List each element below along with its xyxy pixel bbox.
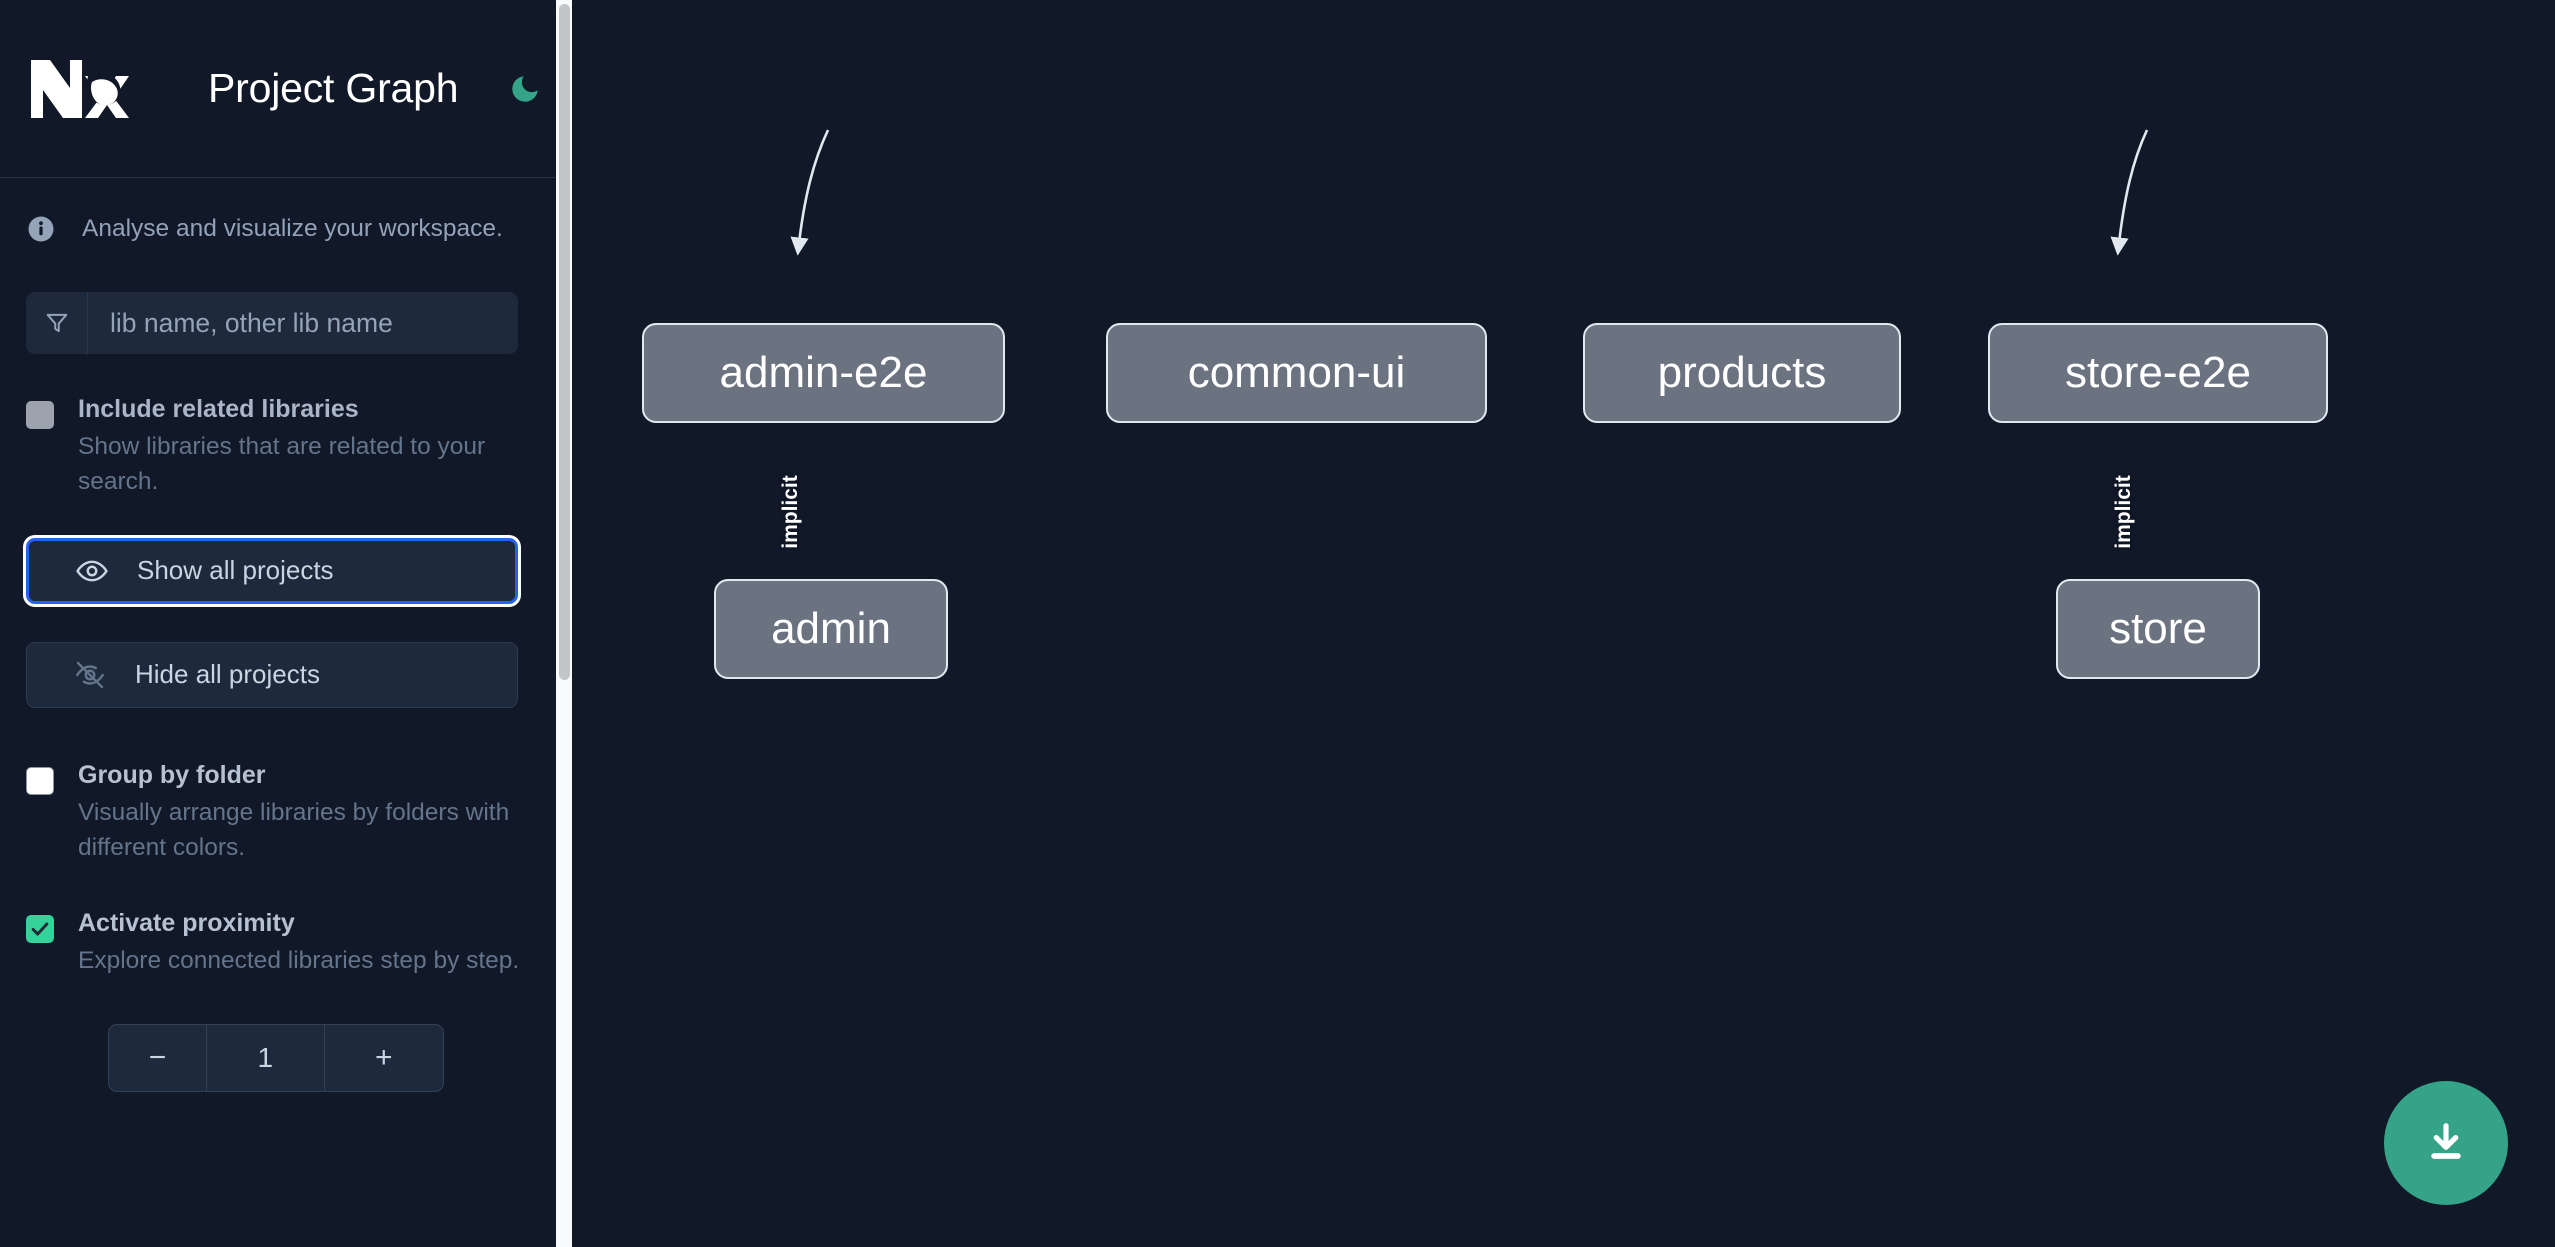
eye-icon bbox=[75, 554, 109, 588]
page-title: Project Graph bbox=[208, 65, 459, 111]
node-label: store-e2e bbox=[2065, 348, 2251, 397]
option-label-activate-proximity: Activate proximity bbox=[78, 908, 295, 937]
proximity-decrement-button[interactable]: − bbox=[109, 1024, 207, 1091]
proximity-stepper[interactable]: − 1 + bbox=[108, 1023, 444, 1092]
proximity-value: 1 bbox=[257, 1041, 274, 1073]
sidebar-header: Project Graph bbox=[0, 0, 556, 178]
download-icon bbox=[2431, 1123, 2461, 1159]
search-input[interactable] bbox=[88, 292, 518, 354]
filter-search-box[interactable] bbox=[26, 292, 518, 354]
show-all-projects-button[interactable]: Show all projects bbox=[26, 537, 518, 604]
edge-label-admin-e2e-admin: implicit bbox=[778, 475, 802, 549]
option-label-group-by-folder: Group by folder bbox=[78, 760, 266, 789]
sidebar-scrollbar-thumb[interactable] bbox=[559, 4, 570, 680]
checkbox-include-related-libraries[interactable] bbox=[26, 401, 54, 429]
graph-canvas[interactable]: admin-e2e common-ui products store-e2e a… bbox=[556, 0, 2555, 1247]
graph-edges bbox=[790, 129, 2149, 256]
node-label: common-ui bbox=[1187, 348, 1406, 397]
option-label-include-related-libraries: Include related libraries bbox=[78, 395, 359, 423]
info-icon bbox=[26, 214, 56, 244]
graph-node-admin-e2e[interactable]: admin-e2e bbox=[642, 323, 1005, 423]
sidebar-divider bbox=[572, 0, 574, 1247]
show-all-projects-label: Show all projects bbox=[137, 555, 334, 586]
option-group-by-folder[interactable]: Group by folder Visually arrange librari… bbox=[0, 760, 556, 866]
node-label: admin-e2e bbox=[719, 348, 928, 397]
graph-node-common-ui[interactable]: common-ui bbox=[1106, 323, 1487, 423]
node-label: products bbox=[1657, 348, 1827, 397]
node-label: admin bbox=[771, 604, 891, 653]
option-activate-proximity[interactable]: Activate proximity Explore connected lib… bbox=[0, 908, 556, 979]
graph-node-store-e2e[interactable]: store-e2e bbox=[1988, 323, 2328, 423]
sidebar: Project Graph Analyse and visualize your… bbox=[0, 0, 574, 1247]
checkbox-group-by-folder[interactable] bbox=[26, 766, 54, 795]
hide-all-projects-label: Hide all projects bbox=[135, 659, 320, 690]
workspace-hint-text: Analyse and visualize your workspace. bbox=[82, 215, 503, 242]
option-include-related-libraries[interactable]: Include related libraries Show libraries… bbox=[0, 394, 556, 500]
graph-node-store[interactable]: store bbox=[2056, 579, 2260, 679]
checkbox-activate-proximity[interactable] bbox=[26, 914, 54, 943]
option-description-activate-proximity: Explore connected libraries step by step… bbox=[78, 946, 520, 974]
download-image-button[interactable] bbox=[2384, 1081, 2508, 1205]
eye-off-icon bbox=[73, 658, 107, 692]
option-description-group-by-folder: Visually arrange libraries by folders wi… bbox=[78, 799, 510, 861]
nx-logo-icon bbox=[26, 56, 130, 122]
sidebar-body: Analyse and visualize your workspace. In… bbox=[0, 178, 556, 1247]
graph-node-products[interactable]: products bbox=[1583, 323, 1901, 423]
proximity-increment-button[interactable]: + bbox=[323, 1024, 443, 1091]
spacer bbox=[0, 500, 556, 538]
graph-node-admin[interactable]: admin bbox=[714, 579, 948, 679]
option-description-include-related-libraries: Show libraries that are related to your … bbox=[78, 433, 486, 496]
moon-icon[interactable] bbox=[504, 68, 546, 110]
workspace-hint: Analyse and visualize your workspace. bbox=[0, 178, 556, 244]
hide-all-projects-button[interactable]: Hide all projects bbox=[26, 641, 518, 708]
spacer bbox=[0, 604, 556, 642]
filter-funnel-icon bbox=[26, 292, 88, 354]
edge-label-store-e2e-store: implicit bbox=[2111, 475, 2135, 549]
node-label: store bbox=[2109, 604, 2207, 653]
proximity-stepper-wrap: − 1 + bbox=[0, 1023, 556, 1092]
